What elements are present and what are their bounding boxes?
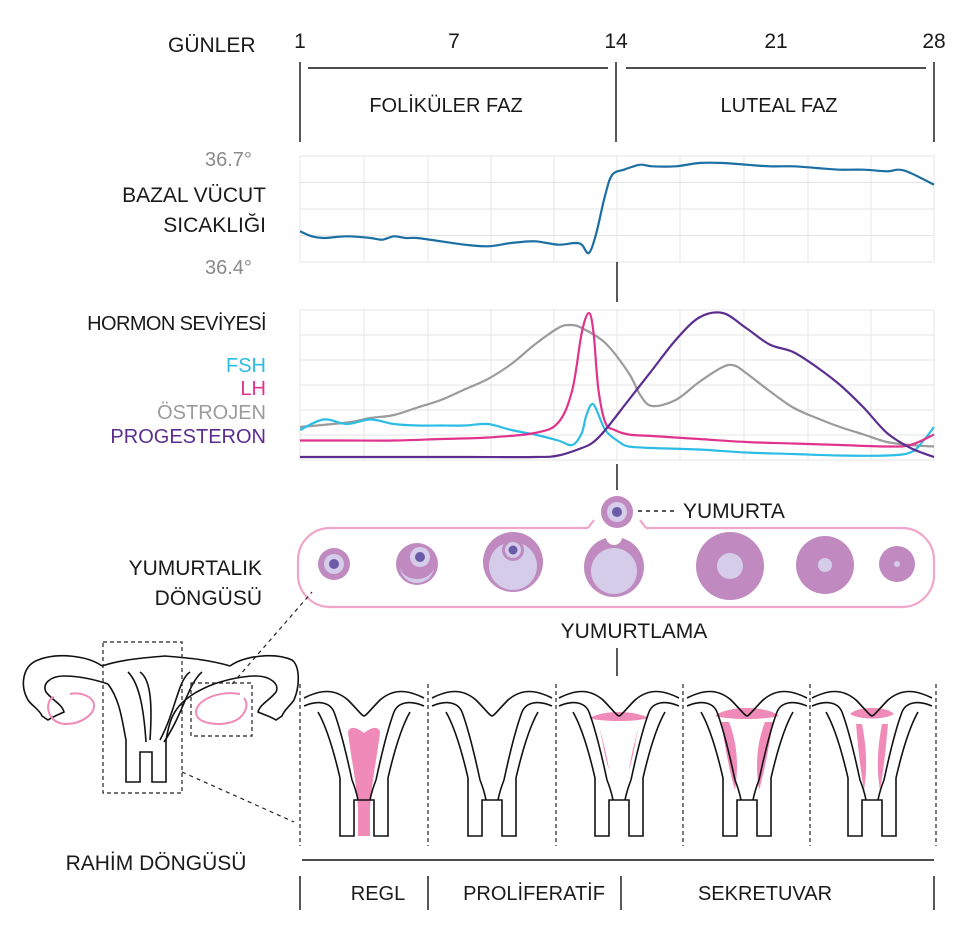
day-tick-28: 28 <box>922 30 945 53</box>
days-label: GÜNLER <box>168 34 256 57</box>
follicle-stage-2 <box>396 543 438 585</box>
day-tick-1: 1 <box>294 30 306 53</box>
legend-fsh: FSH <box>226 355 266 377</box>
uterus-stage-2 <box>431 690 553 837</box>
uterus-phase-sekretuvar: SEKRETUVAR <box>698 883 832 905</box>
uterus-zoom-leader <box>181 771 295 823</box>
uterus-phase-regl: REGL <box>351 883 405 905</box>
legend-progesteron: PROGESTERON <box>110 426 266 448</box>
ovary-outline-tip-right <box>639 519 647 529</box>
day-tick-14: 14 <box>604 30 628 53</box>
ovary-outline-tip-left <box>587 519 595 529</box>
day-tick-21: 21 <box>764 30 787 53</box>
uterus-phase-proliferatif: PROLİFERATİF <box>463 882 605 905</box>
released-egg <box>601 496 633 528</box>
uterus-stage-4 <box>686 690 808 837</box>
corpus-luteum-1 <box>696 532 764 600</box>
temp-max-label: 36.7° <box>205 149 252 171</box>
luteal-phase-label: LUTEAL FAZ <box>720 95 837 117</box>
hormone-title: HORMON SEVİYESİ <box>87 312 266 335</box>
series-line-progesteron <box>299 311 935 459</box>
ovary-title-line1: YUMURTALIK <box>129 557 262 580</box>
ovulation-label: YUMURTLAMA <box>561 620 708 643</box>
egg-label: YUMURTA <box>683 500 785 523</box>
uterus-cycle-panels <box>299 684 937 846</box>
uterus-zoom-box <box>102 641 183 794</box>
day-ticks: 1 7 14 21 28 <box>294 30 946 53</box>
follicular-phase-label: FOLİKÜLER FAZ <box>369 94 522 117</box>
temp-min-label: 36.4° <box>205 257 252 279</box>
ovary-outline <box>296 526 936 609</box>
day-tick-7: 7 <box>448 30 460 53</box>
hormone-grid <box>299 309 935 461</box>
uterus-overview-illustration <box>22 654 300 783</box>
temp-grid <box>299 155 935 263</box>
temp-title-line2: SICAKLIĞI <box>163 214 266 237</box>
day-axis-lines <box>299 62 935 142</box>
ovary-title-line2: DÖNGÜSÜ <box>155 587 262 610</box>
ovary-cycle: YUMURTA <box>296 496 936 609</box>
uterus-stage-3 <box>558 690 680 837</box>
legend-lh: LH <box>240 378 266 400</box>
uterus-title: RAHİM DÖNGÜSÜ <box>66 852 247 875</box>
hormone-series <box>299 311 935 459</box>
series-line-östrojen <box>299 323 935 448</box>
corpus-luteum-3 <box>879 546 915 582</box>
uterus-stage-1 <box>303 690 425 837</box>
ovary-zoom-box <box>190 682 253 737</box>
series-line-lh <box>300 311 935 448</box>
series-line-fsh <box>299 402 935 457</box>
follicle-stage-ovulation <box>584 529 644 597</box>
legend-ostrojen: ÖSTROJEN <box>157 402 266 424</box>
uterus-stage-5 <box>811 690 933 837</box>
temp-series-line <box>299 161 935 255</box>
corpus-luteum-2 <box>796 536 854 594</box>
follicle-stage-1 <box>318 548 350 580</box>
temp-title-line1: BAZAL VÜCUT <box>122 184 266 207</box>
follicle-stage-3 <box>483 532 543 592</box>
uterus-phase-axis <box>299 859 935 910</box>
